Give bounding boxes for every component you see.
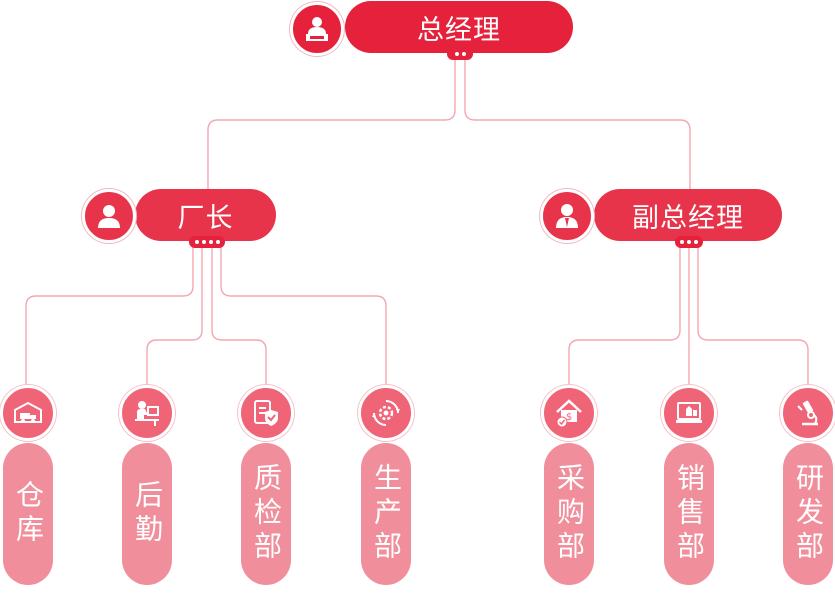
dept-label: 采购部 xyxy=(544,443,594,585)
dept-label: 研发部 xyxy=(783,443,833,585)
top-title: 总经理 xyxy=(345,1,573,53)
svg-text:$: $ xyxy=(566,412,572,423)
suit-person-icon xyxy=(540,189,594,243)
dept-label: 仓库 xyxy=(3,443,53,585)
microscope-icon xyxy=(780,385,835,441)
presenter-desk-icon xyxy=(290,2,344,56)
dept-label: 销售部 xyxy=(664,443,714,585)
left-connector-dots xyxy=(189,236,225,248)
quality-shield-icon xyxy=(238,385,294,441)
manager-person-icon xyxy=(82,189,136,243)
dept-label: 后勤 xyxy=(122,443,172,585)
dept-label: 生产部 xyxy=(361,443,411,585)
gear-cycle-icon xyxy=(358,385,414,441)
house-dollar-icon: $ xyxy=(541,385,597,441)
right-manager-title: 副总经理 xyxy=(594,189,782,241)
dept-label: 质检部 xyxy=(241,443,291,585)
right-connector-dots xyxy=(675,236,703,248)
top-connector-dots xyxy=(447,48,473,60)
worker-desk-icon xyxy=(119,385,175,441)
warehouse-truck-icon xyxy=(0,385,56,441)
sales-screen-icon xyxy=(661,385,717,441)
left-manager-title: 厂长 xyxy=(135,189,276,241)
